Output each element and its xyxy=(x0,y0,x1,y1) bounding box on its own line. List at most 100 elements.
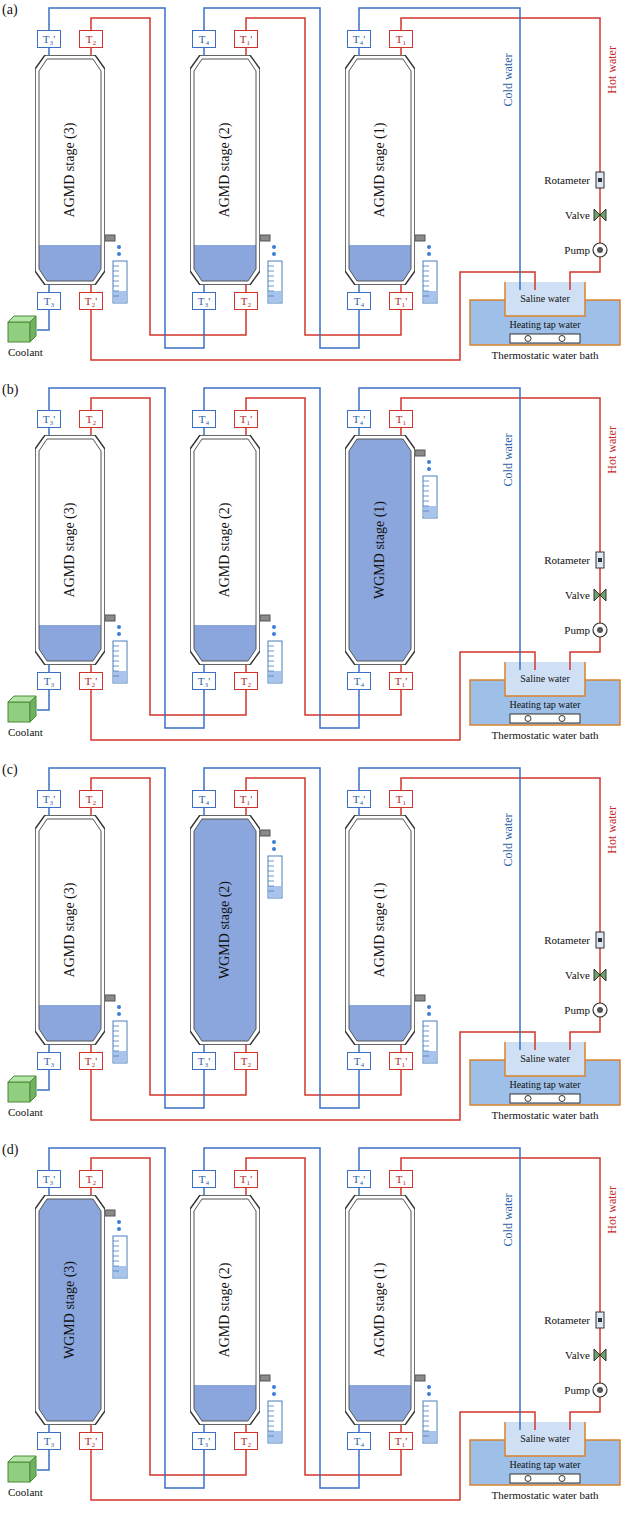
temperature-sensor: T₄ xyxy=(347,1432,371,1450)
cylinder-tick xyxy=(268,1416,274,1417)
cylinder-tick xyxy=(423,486,429,487)
temperature-sensor: T₄ xyxy=(192,30,216,48)
pump-symbol xyxy=(593,1383,607,1397)
sensor-label: T₄ xyxy=(354,675,365,687)
cylinder-tick xyxy=(268,1426,274,1427)
heater-coil xyxy=(525,1476,531,1482)
pipe-connector xyxy=(90,1188,92,1195)
pipe-connector xyxy=(48,428,50,435)
pipe-connector xyxy=(245,1045,247,1052)
temperature-sensor: T₄ xyxy=(347,292,371,310)
cylinder-tick xyxy=(113,286,119,287)
pipe-connector xyxy=(245,285,247,292)
membrane-module: AGMD stage (2) xyxy=(190,435,260,665)
temperature-sensor: T₁ xyxy=(389,790,413,808)
pipe-connector xyxy=(203,285,205,292)
module-water xyxy=(194,625,256,661)
panel-letter: (a) xyxy=(2,2,18,18)
graduated-cylinder xyxy=(113,1021,127,1063)
rotameter-float xyxy=(598,558,602,562)
cylinder-tick xyxy=(423,1406,429,1407)
permeate-outlet xyxy=(415,235,425,241)
permeate-drop xyxy=(272,1392,276,1396)
cylinder-tick xyxy=(423,1031,429,1032)
module-water xyxy=(39,1005,101,1041)
permeate-outlet xyxy=(260,830,270,836)
pipe-connector xyxy=(400,285,402,292)
pipe-connector xyxy=(245,1425,247,1432)
cylinder-liquid xyxy=(424,1431,436,1442)
permeate-outlet xyxy=(415,995,425,1001)
sensor-label: T₃' xyxy=(43,413,56,425)
module-inner-wall xyxy=(349,819,411,1041)
hot-pipe xyxy=(401,1158,600,1430)
cylinder-tick xyxy=(113,646,119,647)
cylinder-tick xyxy=(423,1041,429,1042)
module-inner-wall xyxy=(39,819,101,1041)
cylinder-liquid xyxy=(114,1266,126,1277)
pump-symbol xyxy=(593,243,607,257)
temperature-sensor: T₁' xyxy=(389,1052,413,1070)
permeate-outlet xyxy=(260,1375,270,1381)
liquid-label: Heating tap water xyxy=(509,319,580,331)
pipe-connector xyxy=(358,1188,360,1195)
hot-pipe xyxy=(401,778,600,1050)
graduated-cylinder xyxy=(268,856,282,898)
coolant-cube xyxy=(30,316,36,342)
cylinder-tick xyxy=(268,676,274,677)
cylinder-tick xyxy=(423,511,429,512)
cylinder-tick xyxy=(423,1421,429,1422)
cylinder-tick xyxy=(113,1036,119,1037)
cylinder-tick xyxy=(113,1241,119,1242)
rotameter-symbol xyxy=(596,172,604,188)
permeate-drop xyxy=(427,460,431,464)
temperature-sensor: T₂' xyxy=(79,1432,103,1450)
cylinder-liquid xyxy=(269,291,281,302)
cylinder-tick xyxy=(423,1436,429,1437)
module-housing xyxy=(35,55,105,285)
sensor-label: T₂' xyxy=(85,675,98,687)
heater-coil xyxy=(559,336,565,342)
cylinder-tick xyxy=(268,671,274,672)
pipe-connector xyxy=(358,665,360,672)
beaker xyxy=(505,662,585,696)
permeate-drop xyxy=(272,632,276,636)
sensor-label: T₂ xyxy=(86,413,97,425)
pipe-connector xyxy=(245,808,247,815)
sensor-label: T₃ xyxy=(44,675,55,687)
cylinder-liquid xyxy=(114,1051,126,1062)
liquid-label: Heating tap water xyxy=(509,1079,580,1091)
cylinder-tick xyxy=(113,1046,119,1047)
component-label: Thermostatic water bath xyxy=(492,729,599,742)
temperature-sensor: T₃ xyxy=(37,672,61,690)
pump-symbol xyxy=(597,247,603,253)
pipe-connector xyxy=(203,1188,205,1195)
pipe-connector xyxy=(400,428,402,435)
cylinder-tick xyxy=(423,501,429,502)
pipe-connector xyxy=(400,1045,402,1052)
cylinder-tick xyxy=(423,1431,429,1432)
temperature-sensor: T₁' xyxy=(389,1432,413,1450)
sensor-label: T₁' xyxy=(240,33,253,45)
cylinder-tick xyxy=(113,1246,119,1247)
component-label: Valve xyxy=(565,589,590,602)
sensor-label: T₂ xyxy=(241,295,252,307)
module-label: AGMD stage (1) xyxy=(372,1263,388,1358)
cylinder-tick xyxy=(113,1261,119,1262)
temperature-sensor: T₃ xyxy=(37,292,61,310)
cylinder-tick xyxy=(423,1036,429,1037)
cylinder-tick xyxy=(423,296,429,297)
cylinder-tick xyxy=(268,271,274,272)
permeate-outlet xyxy=(260,615,270,621)
temperature-sensor: T₁' xyxy=(234,410,258,428)
pipe-connector xyxy=(90,1045,92,1052)
cylinder-tick xyxy=(113,661,119,662)
cylinder-tick xyxy=(423,481,429,482)
module-water xyxy=(194,819,256,1041)
sensor-label: T₁' xyxy=(240,1173,253,1185)
cylinder-tick xyxy=(113,281,119,282)
module-housing xyxy=(345,815,415,1045)
rotameter-symbol xyxy=(596,1312,604,1328)
pump-symbol xyxy=(593,1003,607,1017)
pipe-connector xyxy=(203,808,205,815)
